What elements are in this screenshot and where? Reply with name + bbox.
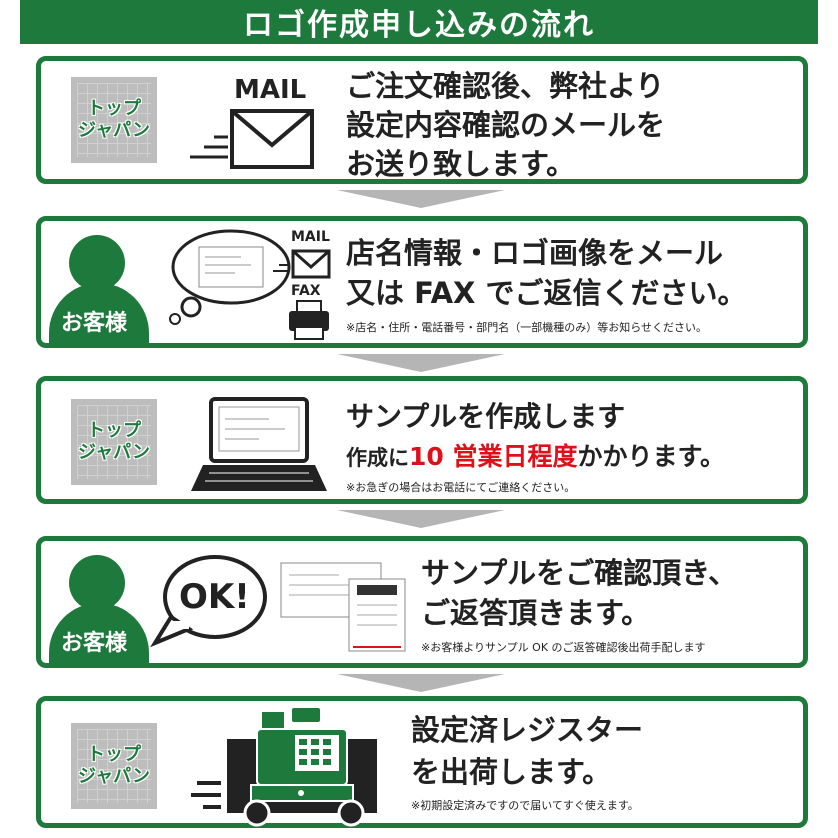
customer-label: お客様	[61, 305, 127, 337]
customer-icon: お客様	[41, 541, 161, 663]
step-3-panel: トップ ジャパン サンプルを作成します 作成に10 営業日程度かかります。 ※お…	[36, 376, 808, 504]
page-header: ロゴ作成申し込みの流れ	[20, 0, 818, 44]
step-2-line-2: 又は FAX でご返信ください。	[346, 273, 746, 313]
step-1-line-2: 設定内容確認のメールを	[346, 106, 665, 145]
step-1-line-1: ご注文確認後、弊社より	[346, 67, 665, 106]
laptop-icon	[189, 395, 329, 495]
step-1-line-3: お送り致します。	[346, 145, 665, 184]
step-2-line-1: 店名情報・ロゴ画像をメール	[346, 233, 746, 273]
step-4-note: ※お客様よりサンプル OK のご返答確認後出荷手配します	[421, 639, 706, 655]
step-5-line-1: 設定済レジスター	[411, 709, 643, 751]
page-title: ロゴ作成申し込みの流れ	[243, 0, 595, 44]
step-3-line-1: サンプルを作成します	[346, 395, 625, 435]
delivery-truck-register-icon	[191, 703, 391, 827]
step-5-note: ※初期設定済みですので届いてすぐ使えます。	[411, 797, 639, 813]
mail-icon: MAIL	[186, 75, 316, 175]
receipt-sample-icon	[279, 555, 409, 655]
step-2-panel: お客様 MAIL FAX 店名情報・ロゴ画像をメール 又は FAX でご返信くだ…	[36, 216, 808, 348]
step-1-panel: トップ ジャパン MAIL ご注文確認後、弊社より 設定内容確認のメールを お送…	[36, 56, 808, 184]
step-4-panel: お客様 OK! サンプルをご確認頂き、 ご返答頂きます。 ※お客様よりサンプル …	[36, 536, 808, 668]
brand-logo: トップ ジャパン	[71, 77, 157, 163]
flow-arrow-2	[337, 354, 505, 372]
customer-icon: お客様	[41, 221, 161, 343]
step-4-line-1: サンプルをご確認頂き、	[421, 553, 737, 593]
mail-small-icon: MAIL	[269, 229, 333, 281]
step-3-note: ※お急ぎの場合はお電話にてご連絡ください。	[346, 479, 575, 495]
flow-arrow-4	[337, 674, 505, 692]
flow-arrow-1	[337, 190, 505, 208]
step-3-line-2-post: かかります。	[578, 442, 726, 471]
flow-arrow-3	[337, 510, 505, 528]
step-5-panel: トップ ジャパン 設定済レジスター を出荷します。 ※初期設定済みですので届いて…	[36, 696, 808, 828]
brand-logo-line2: ジャパン	[78, 120, 150, 142]
brand-logo-line1: トップ	[87, 98, 141, 120]
step-4-line-2: ご返答頂きます。	[421, 593, 737, 633]
fax-icon: FAX	[285, 283, 335, 343]
brand-logo: トップ ジャパン	[71, 399, 157, 485]
brand-logo: トップ ジャパン	[71, 723, 157, 809]
step-3-line-2-pre: 作成に	[346, 446, 409, 470]
step-3-duration: 10 営業日程度	[409, 442, 578, 471]
step-5-line-2: を出荷します。	[411, 751, 643, 793]
ok-bubble-text: OK!	[179, 577, 250, 617]
step-2-note: ※店名・住所・電話番号・部門名（一部機種のみ）等お知らせください。	[346, 319, 707, 335]
